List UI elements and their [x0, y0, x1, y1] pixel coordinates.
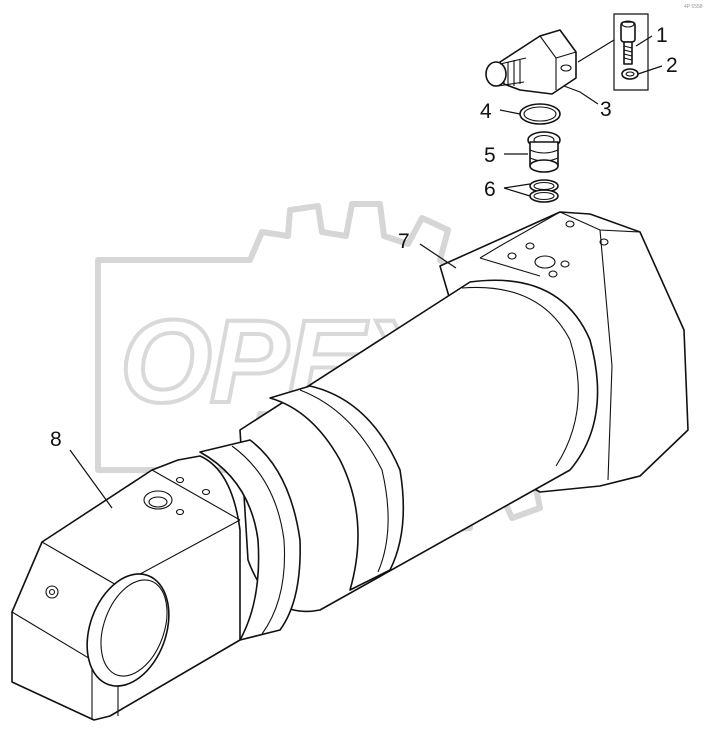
callout-labels: 1 2 3 4 5 6 7 8 — [50, 24, 678, 451]
barrel-collar — [269, 385, 405, 591]
washer — [621, 68, 639, 80]
bolt — [620, 20, 636, 65]
callout-7: 7 — [398, 230, 410, 253]
corner-code: 4P 5558 — [684, 4, 703, 10]
grease-port — [143, 490, 173, 510]
o-ring-large — [519, 103, 561, 125]
callout-3: 3 — [600, 98, 612, 121]
front-collar — [199, 439, 301, 641]
callout-8: 8 — [50, 428, 62, 451]
check-valve — [527, 131, 561, 173]
callout-1: 1 — [656, 24, 668, 47]
callout-2: 2 — [666, 54, 678, 77]
cylinder-assembly — [11, 211, 689, 721]
callout-6: 6 — [484, 178, 496, 201]
valve-block — [485, 29, 577, 95]
callout-5: 5 — [484, 144, 496, 167]
o-rings-small — [529, 179, 559, 203]
bracket-1-2 — [613, 13, 649, 91]
port-hole — [534, 255, 556, 269]
leader-lines — [69, 35, 663, 509]
eye-bore — [86, 573, 170, 687]
callout-4: 4 — [480, 100, 492, 123]
